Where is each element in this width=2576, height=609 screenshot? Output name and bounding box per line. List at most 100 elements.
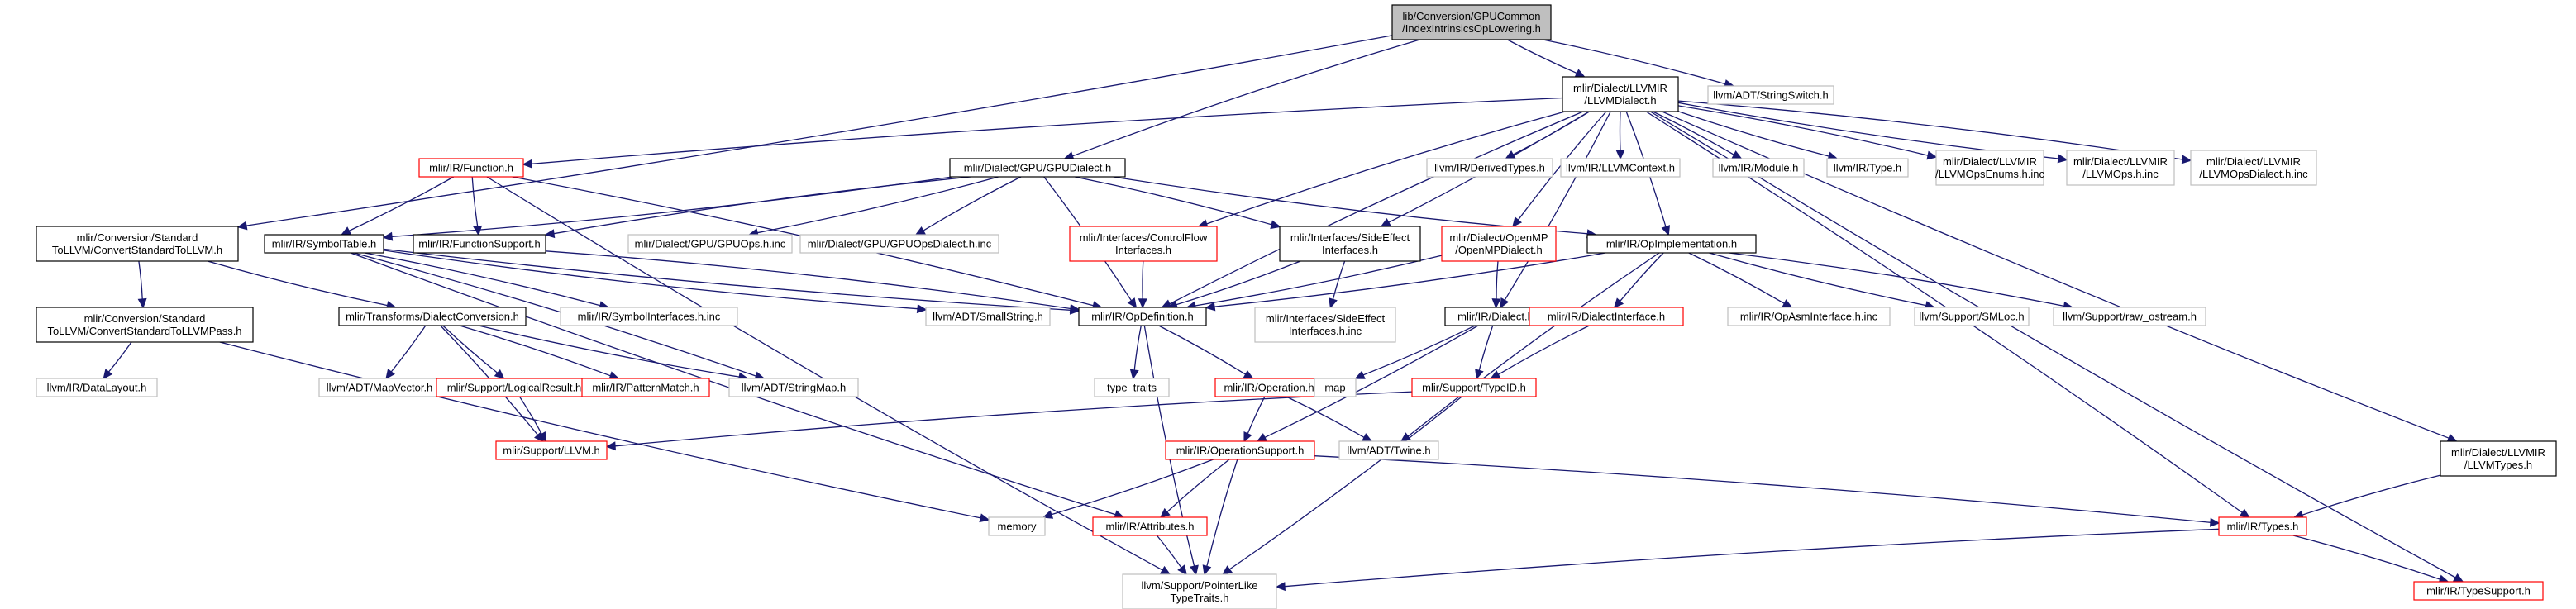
edge-symboltable-to-smallstring [383, 250, 928, 314]
node-label: llvm/ADT/StringSwitch.h [1713, 89, 1828, 102]
node-symboltable[interactable]: mlir/IR/SymbolTable.h [264, 234, 384, 254]
edge-opdefinition-to-operation [1158, 325, 1254, 379]
node-label: mlir/IR/Operation.h [1224, 382, 1314, 394]
node-function[interactable]: mlir/IR/Function.h [418, 158, 524, 178]
node-convstd[interactable]: mlir/Conversion/StandardToLLVM/ConvertSt… [36, 226, 239, 262]
node-label: mlir/IR/OpImplementation.h [1606, 238, 1737, 250]
node-box [36, 378, 158, 397]
edge-dialectconv-to-mapvector [385, 325, 427, 380]
edge-functionsupport-to-opdefinition [545, 250, 1080, 313]
node-box [1426, 158, 1553, 178]
edge-dialectconv-to-stringmap [478, 325, 749, 382]
edge-llvmdialect-to-module [1653, 111, 1743, 159]
node-label: mlir/Support/LogicalResult.h [447, 382, 582, 394]
node-llvmdialect[interactable]: mlir/Dialect/LLVMIR/LLVMDialect.h [1562, 76, 1679, 112]
node-irtypes[interactable]: mlir/IR/Types.h [2218, 516, 2307, 536]
node-label: mlir/IR/SymbolTable.h [272, 238, 376, 250]
node-label: /LLVMOps.h.inc [2082, 168, 2159, 180]
node-typeid[interactable]: mlir/Support/TypeID.h [1411, 378, 1537, 397]
node-label: mlir/Transforms/DialectConversion.h [346, 311, 519, 323]
node-label: memory [998, 521, 1037, 533]
edge-root-to-convstd [236, 35, 1393, 231]
node-root[interactable]: lib/Conversion/GPUCommon/IndexIntrinsics… [1391, 4, 1552, 40]
node-opimpl[interactable]: mlir/IR/OpImplementation.h [1586, 234, 1757, 254]
node-label: llvm/ADT/MapVector.h [327, 382, 433, 394]
edge-dialectconv-to-logicalresult [442, 325, 505, 380]
node-label: /IndexIntrinsicsOpLowering.h [1402, 22, 1541, 35]
node-llvmtypes[interactable]: mlir/Dialect/LLVMIR/LLVMTypes.h [2440, 440, 2557, 477]
node-label: mlir/Dialect/GPU/GPUOpsDialect.h.inc [808, 238, 992, 250]
edge-llvmdialect-to-typesupport [1649, 111, 2464, 583]
node-label: mlir/Dialect/OpenMP [1449, 231, 1548, 244]
node-label: mlir/IR/OperationSupport.h [1176, 445, 1305, 457]
node-openmp[interactable]: mlir/Dialect/OpenMP/OpenMPDialect.h [1441, 226, 1557, 262]
node-logicalresult[interactable]: mlir/Support/LogicalResult.h [436, 378, 593, 397]
node-box [1338, 440, 1439, 460]
edge-convstd-to-dialectconv [208, 260, 397, 310]
node-dialect[interactable]: mlir/IR/Dialect.h [1444, 307, 1547, 326]
node-label: llvm/ADT/StringMap.h [742, 382, 846, 394]
edge-llvmdialect-to-llvmtype [1677, 111, 1839, 161]
node-box [949, 158, 1126, 178]
edge-operationsupport-to-pointerlike [1202, 459, 1238, 576]
node-label: llvm/IR/DataLayout.h [47, 382, 147, 394]
node-supportllvm[interactable]: mlir/Support/LLVM.h [495, 440, 608, 460]
edge-opdefinition-to-typetraits [1129, 325, 1142, 380]
node-box [1122, 573, 1277, 609]
node-label: mlir/IR/DialectInterface.h [1548, 311, 1665, 323]
node-opdefinition[interactable]: mlir/IR/OpDefinition.h [1078, 307, 1207, 326]
edge-operationsupport-to-irtypes [1314, 455, 2221, 527]
node-label: /LLVMOpsEnums.h.inc [1935, 168, 2044, 180]
node-label: mlir/Dialect/LLVMIR [2451, 446, 2545, 459]
node-box [1727, 307, 1891, 326]
edge-function-to-functionsupport [471, 176, 483, 236]
node-box [2053, 307, 2206, 326]
edge-opimpl-to-opdefinition [1205, 252, 1606, 312]
edge-symboltable-to-opdefinition [383, 248, 1080, 315]
node-gpudialect[interactable]: mlir/Dialect/GPU/GPUDialect.h [949, 158, 1126, 178]
node-rawostream: llvm/Support/raw_ostream.h [2053, 307, 2206, 326]
node-box [2440, 440, 2557, 477]
node-label: llvm/IR/LLVMContext.h [1566, 162, 1675, 174]
node-label: mlir/Interfaces/SideEffect [1266, 312, 1386, 325]
node-label: mlir/IR/PatternMatch.h [592, 382, 699, 394]
node-label: mlir/IR/FunctionSupport.h [418, 238, 540, 250]
node-label: llvm/Support/raw_ostream.h [2063, 311, 2197, 323]
node-label: Interfaces.h [1322, 244, 1378, 256]
node-label: Interfaces.h.inc [1289, 325, 1362, 337]
node-symbolinterfaces: mlir/IR/SymbolInterfaces.h.inc [560, 307, 738, 326]
node-attributes[interactable]: mlir/IR/Attributes.h [1092, 516, 1208, 536]
node-typesupport[interactable]: mlir/IR/TypeSupport.h [2413, 581, 2544, 601]
node-twine: llvm/ADT/Twine.h [1338, 440, 1439, 460]
node-dialectconv[interactable]: mlir/Transforms/DialectConversion.h [338, 307, 527, 326]
node-box [413, 234, 546, 254]
edge-dialect-to-typeid [1475, 325, 1494, 380]
node-label: mlir/IR/Dialect.h [1457, 311, 1534, 323]
node-operationsupport[interactable]: mlir/IR/OperationSupport.h [1165, 440, 1315, 460]
node-box [1935, 150, 2044, 186]
node-convstdpass[interactable]: mlir/Conversion/StandardToLLVM/ConvertSt… [36, 307, 254, 343]
edge-openmp-to-opdefinition [1185, 255, 1443, 311]
edge-sideeffect-to-opdefinition [1166, 260, 1301, 309]
edge-llvmdialect-to-llvmcontext [1615, 111, 1625, 160]
edge-typeid-to-supportllvm [605, 391, 1413, 451]
node-patternmatch[interactable]: mlir/IR/PatternMatch.h [581, 378, 710, 397]
node-dialectinterface[interactable]: mlir/IR/DialectInterface.h [1529, 307, 1684, 326]
edge-gpudialect-to-functionsupport [544, 176, 971, 239]
node-label: mlir/Dialect/LLVMIR [1573, 82, 1667, 94]
node-label: llvm/IR/Type.h [1834, 162, 1901, 174]
node-box [1712, 158, 1805, 178]
node-operation[interactable]: mlir/IR/Operation.h [1214, 378, 1324, 397]
node-label: mlir/IR/Function.h [429, 162, 513, 174]
edge-convstdpass-to-memory [219, 341, 990, 523]
node-box [1078, 307, 1207, 326]
node-label: llvm/ADT/SmallString.h [933, 311, 1043, 323]
node-functionsupport[interactable]: mlir/IR/FunctionSupport.h [413, 234, 546, 254]
node-box [1707, 85, 1834, 105]
node-box [1314, 378, 1357, 397]
edge-irtypes-to-typesupport [2292, 535, 2450, 584]
node-box [799, 234, 999, 254]
